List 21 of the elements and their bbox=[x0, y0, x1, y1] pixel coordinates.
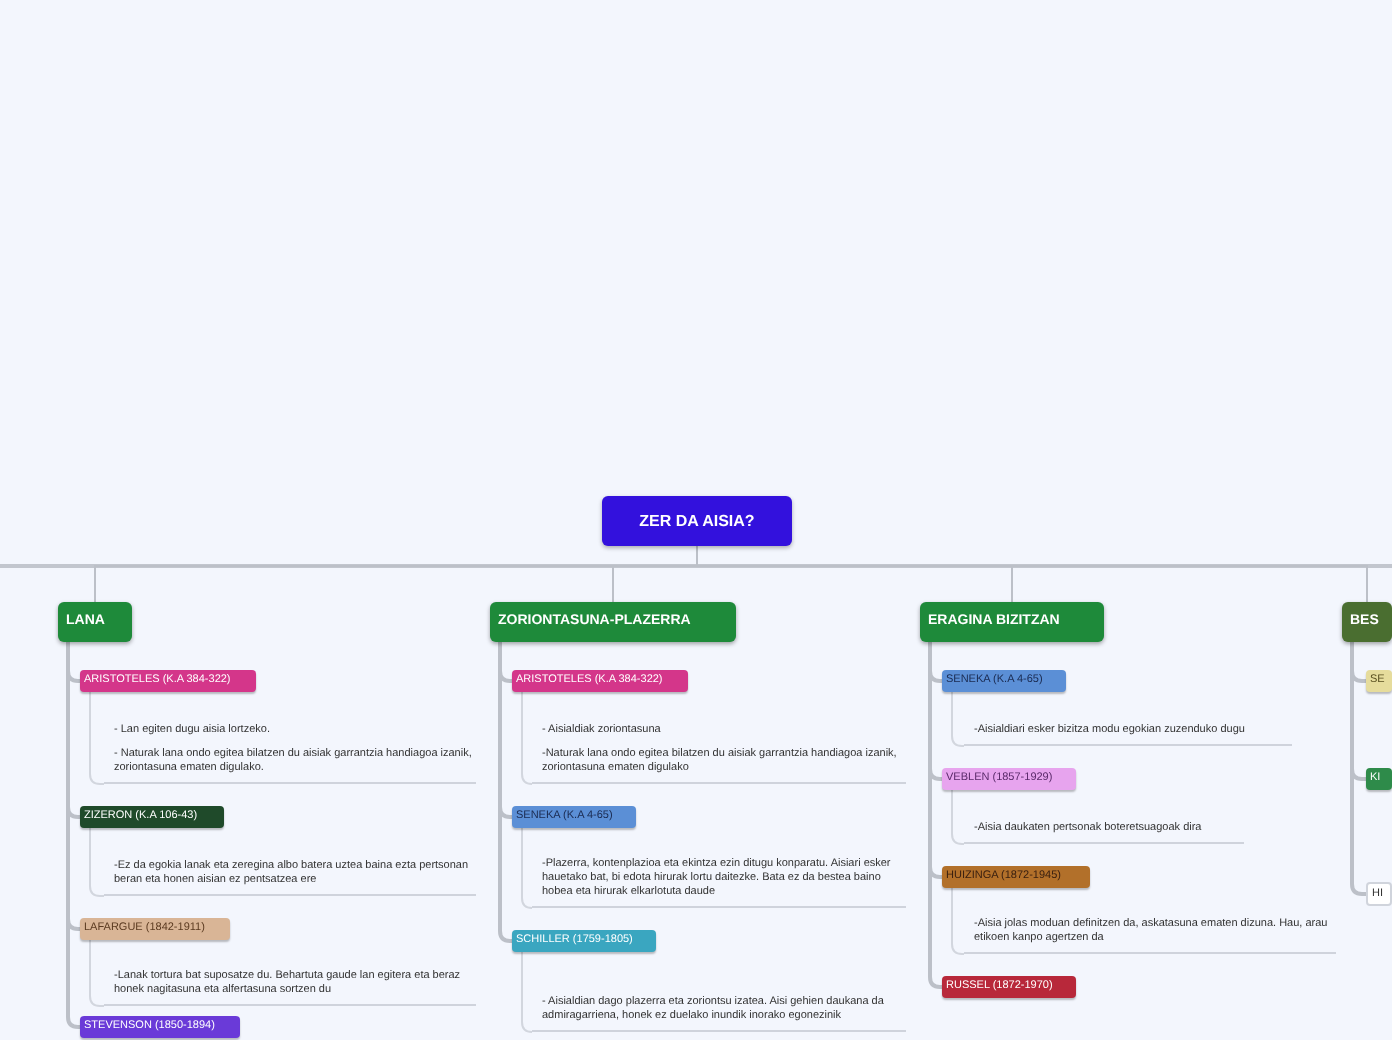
underlined-note bbox=[532, 856, 906, 908]
connector-line bbox=[951, 691, 965, 747]
connector-line bbox=[521, 827, 533, 909]
connector-line bbox=[89, 939, 105, 1007]
central-topic-box: ZER DA AISIA? bbox=[602, 496, 792, 546]
underlined-note bbox=[964, 822, 1244, 844]
underlined-note bbox=[964, 724, 1292, 746]
connector-line bbox=[1350, 642, 1366, 896]
underlined-note bbox=[964, 916, 1336, 954]
connector-line bbox=[951, 789, 965, 845]
connector-line bbox=[89, 827, 105, 897]
underlined-note bbox=[532, 722, 906, 784]
connector-line bbox=[66, 642, 81, 1029]
underlined-note bbox=[104, 968, 476, 1006]
underlined-note bbox=[104, 718, 476, 784]
underlined-note bbox=[104, 856, 476, 896]
connector-line bbox=[521, 691, 533, 785]
connector-line bbox=[89, 691, 105, 785]
connector-line bbox=[951, 887, 965, 955]
connector-line bbox=[521, 951, 533, 1033]
connector-line bbox=[498, 642, 513, 943]
